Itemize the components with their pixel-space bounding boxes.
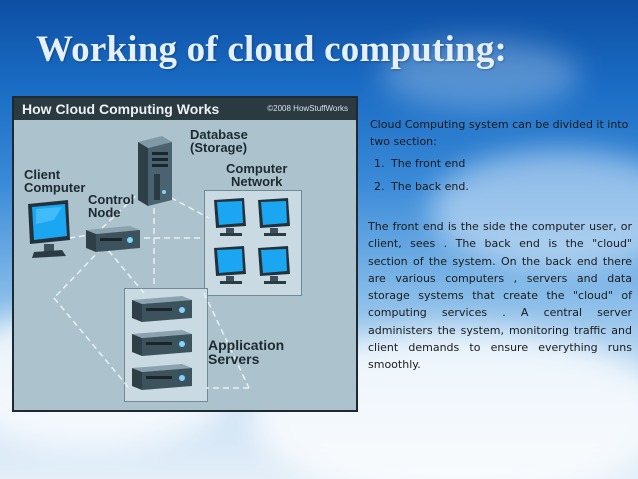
list-number: 1. xyxy=(374,157,391,170)
database-label: Database (Storage) xyxy=(190,128,248,154)
app-label-line1: Application xyxy=(208,338,284,352)
control-label-line2: Node xyxy=(88,206,134,219)
list-label: The front end xyxy=(391,157,465,170)
control-node-label: Control Node xyxy=(88,193,134,219)
monitor-icon xyxy=(212,198,248,238)
list-item: 1.The front end xyxy=(374,157,465,170)
application-server-icon xyxy=(130,294,196,326)
slide-title: Working of cloud computing: xyxy=(36,28,507,71)
client-computer-label: Client Computer xyxy=(24,168,85,194)
list-number: 2. xyxy=(374,180,391,193)
app-label-line2: Servers xyxy=(208,352,284,366)
list-label: The back end. xyxy=(391,180,469,193)
computer-network-label: Computer Network xyxy=(226,162,287,188)
database-label-line2: (Storage) xyxy=(190,141,248,154)
text-panel: Cloud Computing system can be divided it… xyxy=(360,112,632,390)
list-item: 2.The back end. xyxy=(374,180,469,193)
monitor-icon xyxy=(256,246,292,286)
cloud-computing-diagram: How Cloud Computing Works ©2008 HowStuff… xyxy=(12,96,358,412)
control-node-icon xyxy=(84,224,142,254)
intro-text: Cloud Computing system can be divided it… xyxy=(370,116,632,150)
application-server-icon xyxy=(130,362,196,394)
network-label-line2: Network xyxy=(226,175,287,188)
client-label-line2: Computer xyxy=(24,181,85,194)
monitor-icon xyxy=(256,198,292,238)
database-server-icon xyxy=(132,134,176,208)
application-server-icon xyxy=(130,328,196,360)
description-paragraph: The front end is the side the computer u… xyxy=(368,218,632,374)
client-monitor-icon xyxy=(24,200,74,260)
application-servers-label: Application Servers xyxy=(208,338,284,366)
monitor-icon xyxy=(212,246,248,286)
